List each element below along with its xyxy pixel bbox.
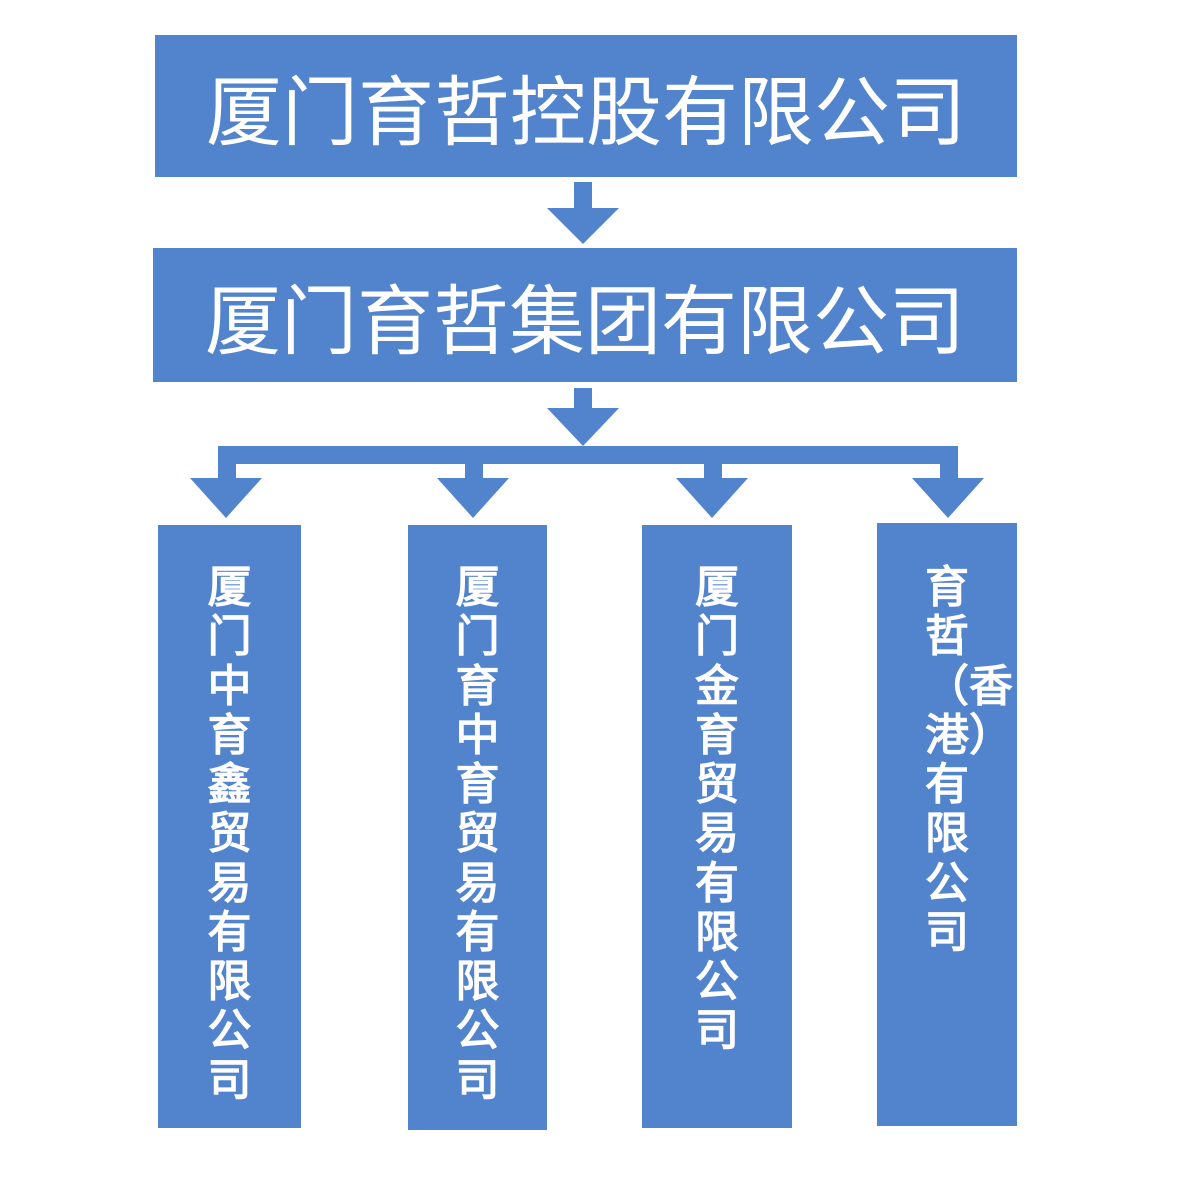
subsidiary-box-4: 育哲（香港）有限公司 bbox=[877, 523, 1017, 1126]
branch-bar bbox=[218, 446, 958, 464]
subsidiary-box-1: 厦门中育鑫贸易有限公司 bbox=[158, 525, 301, 1128]
arrow-to-subsidiary-3 bbox=[676, 446, 748, 518]
subsidiary-label-3: 厦门金育贸易有限公司 bbox=[695, 562, 739, 1057]
holding-company-box: 厦门育哲控股有限公司 bbox=[155, 35, 1017, 177]
arrow-to-subsidiary-2 bbox=[437, 446, 509, 518]
holding-company-label: 厦门育哲控股有限公司 bbox=[206, 68, 966, 157]
arrow-to-subsidiary-1 bbox=[190, 446, 262, 518]
subsidiary-label-4: 育哲（香港）有限公司 bbox=[925, 562, 1013, 958]
group-company-box: 厦门育哲集团有限公司 bbox=[153, 248, 1017, 382]
subsidiary-label-1: 厦门中育鑫贸易有限公司 bbox=[207, 562, 252, 1106]
subsidiary-box-3: 厦门金育贸易有限公司 bbox=[642, 525, 792, 1128]
arrow-to-subsidiary-4 bbox=[912, 446, 984, 518]
subsidiary-label-2: 厦门育中育贸易有限公司 bbox=[455, 562, 500, 1106]
arrow-middle-to-branch bbox=[547, 388, 619, 446]
group-company-label: 厦门育哲集团有限公司 bbox=[205, 277, 965, 366]
arrow-top-to-middle bbox=[547, 182, 619, 244]
subsidiary-box-2: 厦门育中育贸易有限公司 bbox=[408, 525, 547, 1130]
